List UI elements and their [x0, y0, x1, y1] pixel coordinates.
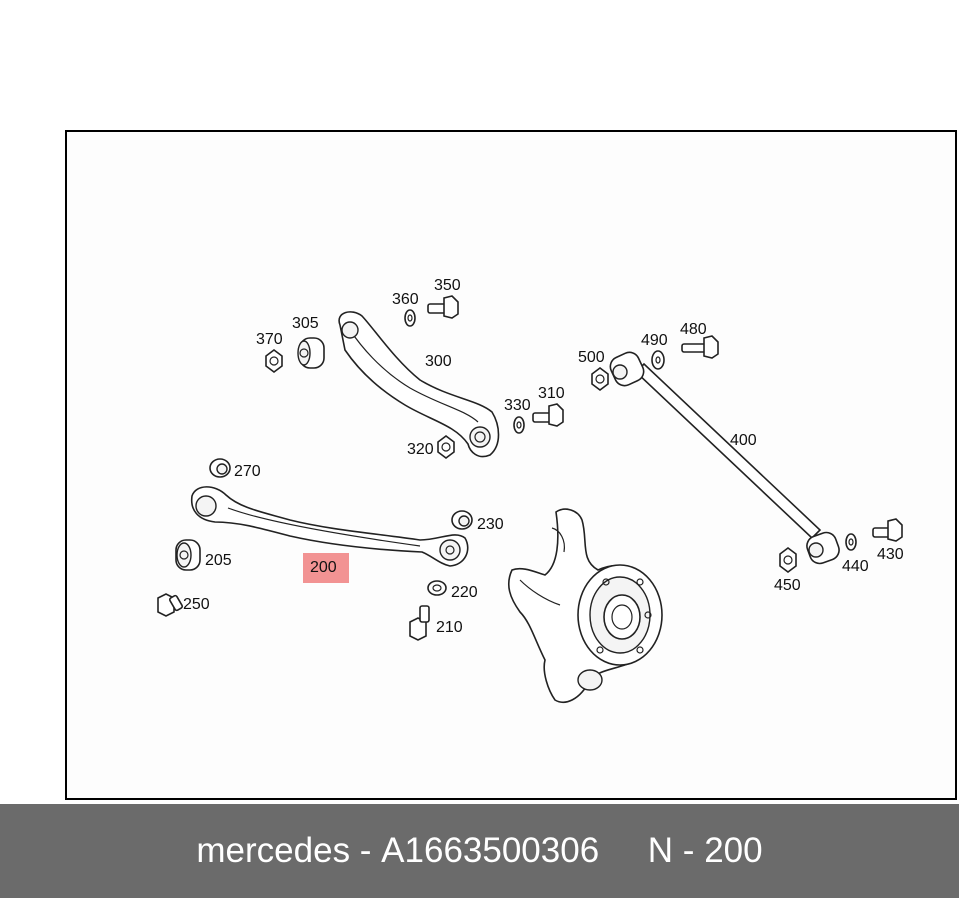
tie-rod-400[interactable]: [607, 349, 842, 566]
label-360: 360: [392, 291, 419, 308]
label-320: 320: [407, 441, 434, 458]
washer-330[interactable]: [513, 416, 525, 434]
control-arm-200[interactable]: [190, 486, 469, 567]
bolt-350[interactable]: [427, 295, 459, 319]
bolt-310[interactable]: [532, 403, 564, 427]
label-250: 250: [183, 596, 210, 613]
washer-440[interactable]: [845, 533, 857, 551]
label-450: 450: [774, 577, 801, 594]
cap-270[interactable]: [209, 458, 231, 478]
label-350: 350: [434, 277, 461, 294]
label-205: 205: [205, 552, 232, 569]
washer-220[interactable]: [427, 580, 447, 596]
washer-490[interactable]: [651, 350, 665, 370]
label-220: 220: [451, 584, 478, 601]
position-number: 200: [704, 831, 763, 870]
bushing-205[interactable]: [175, 539, 201, 571]
brand-name: mercedes: [196, 831, 351, 870]
label-400: 400: [730, 432, 757, 449]
highlight-box: [303, 553, 349, 583]
wheel-carrier[interactable]: [508, 508, 663, 704]
label-305: 305: [292, 315, 319, 332]
label-330: 330: [504, 397, 531, 414]
nut-500[interactable]: [591, 367, 609, 391]
bushing-305[interactable]: [297, 337, 325, 369]
nut-320[interactable]: [437, 435, 455, 459]
footer-caption: mercedes - A1663500306 N - 200: [0, 804, 959, 898]
part-number: A1663500306: [381, 831, 600, 870]
label-210: 210: [436, 619, 463, 636]
cap-230[interactable]: [451, 510, 473, 530]
position-prefix: N -: [647, 831, 705, 870]
bolt-250[interactable]: [157, 593, 184, 617]
label-270: 270: [234, 463, 261, 480]
nut-450[interactable]: [779, 547, 797, 573]
label-230: 230: [477, 516, 504, 533]
parts-diagram: 350 360 305 370 300 480 490 500 310 330 …: [157, 277, 904, 704]
label-490: 490: [641, 332, 668, 349]
label-310: 310: [538, 385, 565, 402]
label-500: 500: [578, 349, 605, 366]
bolt-210[interactable]: [409, 605, 430, 641]
separator: -: [350, 831, 382, 870]
label-370: 370: [256, 331, 283, 348]
label-480: 480: [680, 321, 707, 338]
label-200[interactable]: 200: [310, 559, 337, 576]
label-440: 440: [842, 558, 869, 575]
control-arm-300[interactable]: [338, 311, 500, 458]
bolt-430[interactable]: [872, 518, 903, 542]
bushing-hole: [341, 321, 359, 339]
bolt-480[interactable]: [681, 335, 719, 359]
label-430: 430: [877, 546, 904, 563]
gap: [599, 831, 648, 871]
washer-360[interactable]: [404, 309, 416, 327]
nut-370[interactable]: [265, 349, 283, 373]
label-300: 300: [425, 353, 452, 370]
